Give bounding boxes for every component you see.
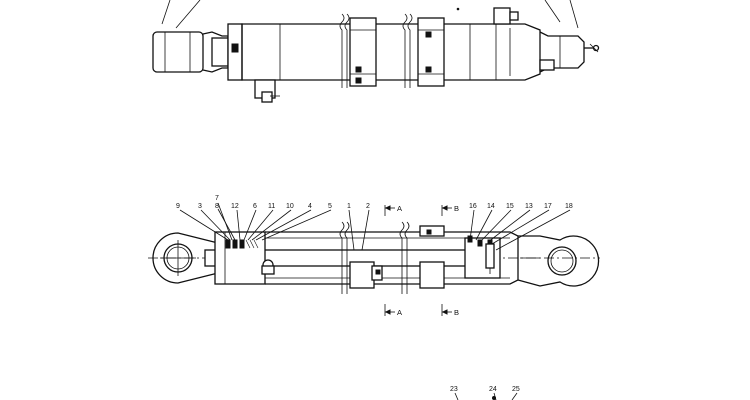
callout-8: 8: [215, 203, 219, 210]
piston-section: [464, 235, 501, 279]
callout-leaders: [179, 202, 571, 251]
callout-3: 3: [198, 203, 202, 210]
section-marker-a-top: A: [384, 204, 402, 216]
section-label-a-bottom: A: [397, 308, 402, 317]
callout-2: 2: [366, 203, 370, 210]
grease-nipple: [584, 43, 600, 53]
callout-25: 25: [512, 386, 520, 393]
section-marker-b-top: B: [441, 204, 459, 216]
break-lines-section: [339, 221, 410, 294]
section-label-b-bottom: B: [454, 308, 459, 317]
bottom-detail-partial: 23 24 25: [450, 386, 520, 400]
callout-12: 12: [231, 203, 239, 210]
callout-1: 1: [347, 203, 351, 210]
callout-10: 10: [286, 203, 294, 210]
clamp-band-a: [349, 17, 377, 87]
cap-end-eye: [517, 235, 600, 287]
callout-17: 17: [544, 203, 552, 210]
callout-11: 11: [268, 203, 275, 210]
callout-23: 23: [450, 386, 458, 393]
port-block-bottom: [254, 79, 280, 103]
barrel-section: [265, 231, 519, 285]
callout-15: 15: [506, 203, 514, 210]
callout-5: 5: [328, 203, 332, 210]
callout-7: 7: [215, 195, 219, 202]
callout-14: 14: [487, 203, 495, 210]
cylinder-barrel: [241, 23, 541, 81]
callout-6: 6: [253, 203, 257, 210]
cylinder-section-view: A B A B: [148, 195, 600, 317]
section-marker-b-bottom: B: [441, 304, 459, 317]
clamp-section-a: [349, 261, 383, 289]
section-label-a-top: A: [397, 204, 402, 213]
section-marker-a-bottom: A: [384, 304, 402, 317]
callout-18: 18: [565, 203, 573, 210]
callout-9: 9: [176, 203, 180, 210]
port-fitting-top: [493, 7, 519, 25]
break-lines-top: [339, 13, 413, 88]
rod-head-section: [214, 231, 275, 285]
section-label-b-top: B: [454, 204, 459, 213]
clamp-band-b: [417, 17, 445, 87]
callout-16: 16: [469, 203, 477, 210]
clamp-section-b: [419, 225, 445, 289]
rod-end-cap: [152, 31, 204, 73]
callout-4: 4: [308, 203, 312, 210]
cylinder-side-view: [152, 0, 600, 103]
callout-24: 24: [489, 386, 497, 393]
callout-13: 13: [525, 203, 533, 210]
rod-eye: [152, 232, 223, 284]
